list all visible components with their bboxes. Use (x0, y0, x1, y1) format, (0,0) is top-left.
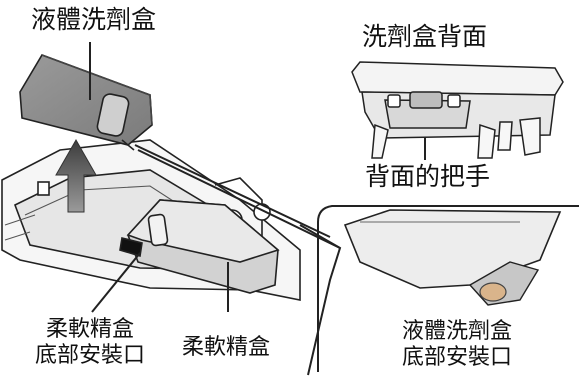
softener-install-line1: 柔軟精盒 (45, 317, 134, 342)
back-handle-label: 背面的把手 (365, 162, 491, 191)
softener-box-label: 柔軟精盒 (182, 335, 271, 360)
detergent-install-line2: 底部安裝口 (401, 344, 512, 370)
softener-box-illustration (119, 199, 280, 294)
box-back-title: 洗劑盒背面 (362, 22, 488, 51)
detergent-box-label: 液體洗劑盒 (31, 5, 157, 34)
softener-install-label: 柔軟精盒 底部安裝口 (30, 317, 150, 369)
liquid-detergent-box-illustration (19, 54, 153, 151)
lift-up-arrow (55, 138, 97, 213)
zoom-detail-panel (317, 205, 579, 372)
detergent-install-line1: 液體洗劑盒 (401, 319, 512, 344)
softener-install-line2: 底部安裝口 (34, 342, 145, 368)
detergent-install-label: 液體洗劑盒 底部安裝口 (382, 319, 532, 371)
box-back-view-illustration (351, 61, 564, 159)
